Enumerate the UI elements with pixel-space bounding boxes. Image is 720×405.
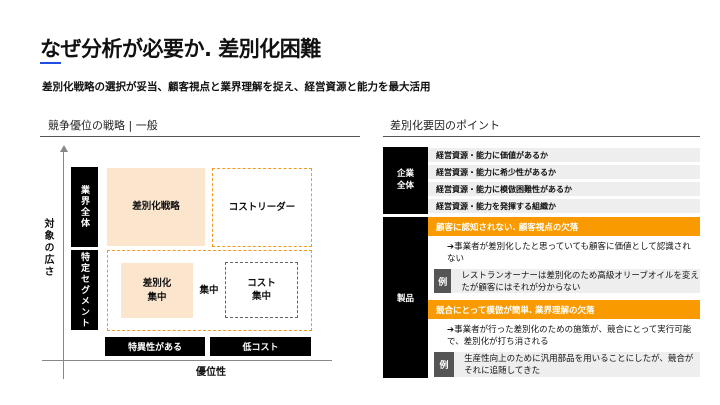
company-item: 経営資源・能力に希少性があるか: [428, 165, 700, 179]
row-label-segment: 特定セグメント: [71, 250, 98, 330]
example-text: レストランオーナーは差別化のため高級オリーブオイルを変えたが顧客にはそれが分から…: [461, 271, 699, 293]
cell-differentiation-focus: 差別化集中: [121, 263, 193, 318]
example-box: 例 レストランオーナーは差別化のため高級オリーブオイルを変えたが顧客にはそれが分…: [434, 269, 700, 293]
col-label-low-cost: 低コスト: [210, 337, 311, 356]
example-text: 生産性向上のために汎用部品を用いることにしたが、競合がそれに追随してきた: [464, 354, 694, 376]
point-title: 顧客に認知されない. 顧客視点の欠落: [428, 217, 700, 236]
subtitle: 差別化戦略の選択が妥当、顧客視点と業界理解を捉え、経営資源と能力を最大活用: [42, 81, 431, 93]
right-section-header: 差別化要因のポイント: [390, 119, 500, 132]
example-label: 例: [434, 269, 452, 293]
cell-cost-focus: コスト集中: [225, 262, 298, 318]
product-label: 製品: [383, 217, 428, 378]
y-axis: [63, 150, 64, 379]
point-description: ➔事業者が差別化したと思っていても顧客に価値として認識されない: [447, 242, 691, 265]
x-axis: [42, 360, 332, 361]
company-item: 経営資源・能力に価値があるか: [428, 148, 700, 162]
page-title: なぜ分析が必要か. 差別化困難: [40, 37, 321, 61]
col-label-uniqueness: 特異性がある: [105, 337, 205, 356]
company-label: 企業全体: [383, 147, 428, 214]
row-label-industry: 業界全体: [71, 167, 98, 247]
left-section-header: 競争優位の戦略 | 一般: [48, 119, 158, 132]
company-item: 経営資源・能力を発揮する組織か: [428, 199, 700, 213]
right-divider: [383, 136, 700, 137]
company-item: 経営資源・能力に模倣困難性があるか: [428, 182, 700, 196]
focus-region: [107, 250, 312, 331]
y-axis-label: 対象の広さ: [42, 218, 53, 278]
title-underline: [40, 62, 61, 64]
x-axis-label: 優位性: [196, 367, 226, 378]
left-divider: [40, 136, 360, 137]
cell-cost-leadership: コストリーダー: [212, 168, 312, 247]
point-description: ➔事業者が行った差別化のための施策が、競合にとって実行可能で、差別化が打ち消され…: [447, 325, 692, 348]
y-axis-arrow-icon: [60, 145, 68, 152]
example-label: 例: [434, 352, 455, 377]
example-box: 例 生産性向上のために汎用部品を用いることにしたが、競合がそれに追随してきた: [434, 352, 700, 377]
point-title: 競合にとって模倣が簡単. 業界理解の欠落: [428, 300, 700, 319]
focus-label: 集中: [199, 285, 219, 297]
cell-differentiation: 差別化戦略: [107, 168, 205, 246]
